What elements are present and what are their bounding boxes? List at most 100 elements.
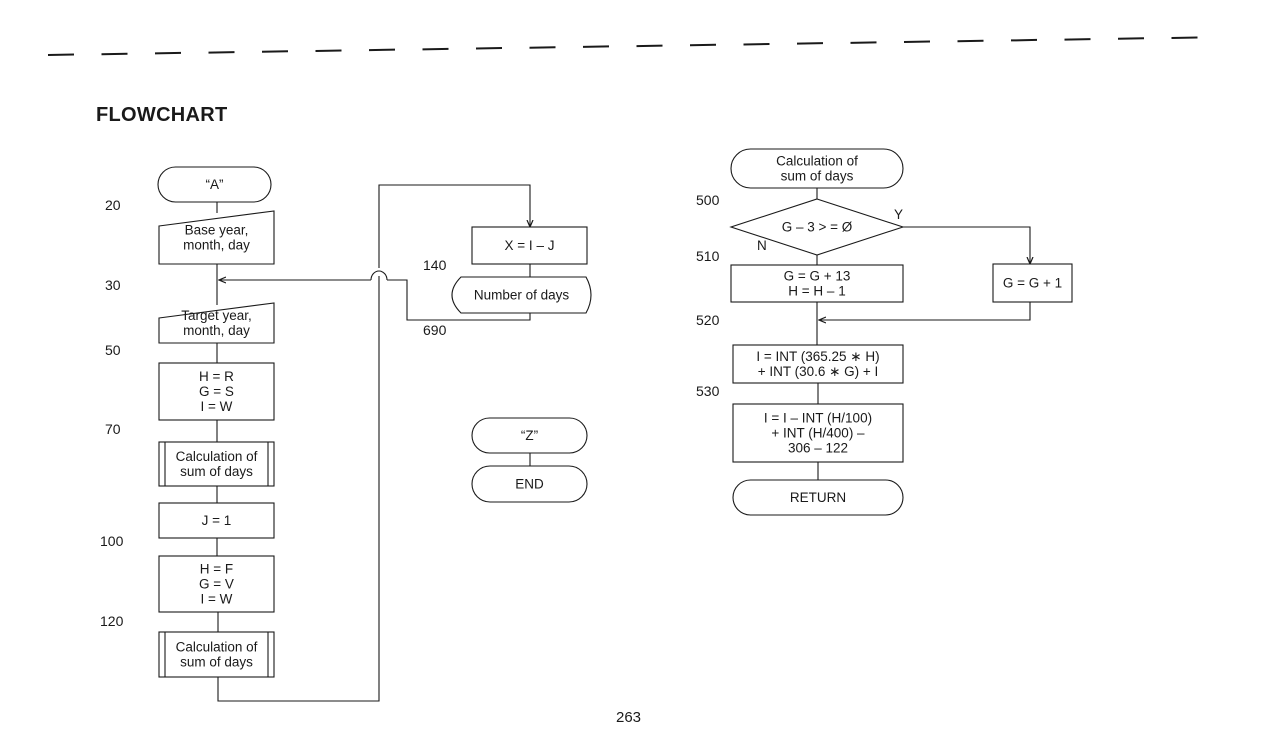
end-shape (471, 465, 588, 503)
sub-start-label: Calculation of (776, 154, 858, 169)
compute-i-2-label: + INT (H/400) – (771, 426, 865, 441)
return-node (732, 479, 904, 516)
decision-node (729, 198, 905, 256)
dash-segment (636, 44, 663, 48)
call-sum-1-shape (158, 441, 275, 487)
compute-i-2-label: 306 – 122 (788, 441, 848, 456)
sub-start-label: sum of days (781, 169, 854, 184)
call-sum-2-shape (158, 631, 275, 678)
dash-segment (315, 49, 342, 52)
dash-segment (101, 52, 128, 56)
compute-x-shape (471, 226, 588, 265)
branch-n-node (730, 264, 904, 303)
input-target-label: Target year, (181, 308, 252, 323)
dash-segment (368, 48, 396, 52)
call-sum-1-node (158, 441, 275, 487)
start-z-shape (471, 417, 588, 454)
input-base-label: month, day (183, 238, 250, 253)
dash-segment (47, 53, 75, 56)
call-sum-2-label: sum of days (180, 655, 253, 670)
decision-yes-label: Y (894, 207, 903, 222)
assign-hgi-2-label: I = W (201, 592, 233, 607)
input-target-label: month, day (183, 323, 250, 338)
start-z-label: “Z” (521, 428, 538, 443)
branch-y-label: G = G + 1 (1003, 276, 1062, 291)
line-number-520: 520 (696, 312, 720, 328)
connector-call2-x (217, 184, 530, 702)
dash-segment (903, 40, 931, 44)
dash-segment (850, 41, 877, 44)
dashed-separator (47, 36, 1198, 56)
dash-segment (743, 42, 770, 46)
assign-hgi-1-shape (158, 362, 275, 421)
branch-y-shape (992, 263, 1073, 303)
branch-n-label: G = G + 13 (784, 269, 851, 284)
assign-hgi-2-label: H = F (200, 562, 233, 577)
page-number: 263 (616, 709, 642, 726)
return-shape (732, 479, 904, 516)
assign-j-label: J = 1 (202, 513, 232, 528)
dash-segment (154, 51, 182, 55)
start-a-node (157, 166, 272, 203)
call-sum-2-node (158, 631, 275, 678)
display-days-node (451, 276, 592, 314)
line-number-70: 70 (105, 421, 121, 437)
line-number-120: 120 (100, 613, 124, 629)
assign-hgi-1-node (158, 362, 275, 421)
input-target-node (158, 302, 275, 344)
dash-segment (1171, 36, 1198, 39)
compute-x-label: X = I – J (505, 238, 555, 253)
line-number-100: 100 (100, 533, 124, 549)
start-a-label: “A” (206, 177, 224, 192)
dash-segment (689, 43, 717, 47)
compute-x-node (471, 226, 588, 265)
line-number-690: 690 (423, 322, 447, 338)
dash-segment (582, 45, 610, 48)
connector-decision-y (903, 226, 1030, 264)
compute-i-1-label: + INT (30.6 ∗ G) + I (758, 364, 879, 379)
call-sum-1-label: sum of days (180, 464, 253, 479)
assign-j-shape (158, 502, 275, 539)
dash-segment (1064, 38, 1091, 41)
dash-segment (422, 47, 449, 51)
input-base-shape (158, 210, 275, 265)
line-number-20: 20 (105, 197, 121, 213)
decision-label: G – 3 > = Ø (782, 220, 853, 235)
compute-i-1-label: I = INT (365.25 ∗ H) (756, 349, 879, 364)
return-label: RETURN (790, 490, 846, 505)
dash-segment (261, 50, 289, 53)
compute-i-1-node (732, 344, 904, 384)
assign-hgi-1-label: G = S (199, 384, 234, 399)
line-number-30: 30 (105, 277, 121, 293)
input-base-node (158, 210, 275, 265)
dash-segment (957, 39, 984, 43)
dash-segment (529, 46, 556, 49)
dash-segment (208, 51, 235, 54)
decision-no-label: N (757, 238, 767, 253)
assign-hgi-1-label: I = W (201, 399, 233, 414)
dash-segment (475, 47, 503, 50)
start-a-shape (157, 166, 272, 203)
call-sum-1-label: Calculation of (176, 449, 258, 464)
assign-hgi-2-shape (158, 555, 275, 613)
display-days-label: Number of days (474, 288, 570, 303)
decision-shape (729, 198, 905, 256)
compute-i-1-shape (732, 344, 904, 384)
connector-y-merge (819, 302, 1031, 320)
end-node (471, 465, 588, 503)
connectors (217, 184, 1031, 702)
input-target-shape (158, 302, 275, 344)
assign-j-node (158, 502, 275, 539)
branch-n-shape (730, 264, 904, 303)
dash-segment (796, 42, 824, 45)
sub-start-shape (730, 148, 904, 189)
connector-loop-back (219, 280, 531, 321)
branch-n-label: H = H – 1 (788, 284, 845, 299)
page-title: FLOWCHART (96, 104, 228, 126)
sub-start-node (730, 148, 904, 189)
compute-i-2-label: I = I – INT (H/100) (764, 411, 872, 426)
display-days-shape (451, 276, 592, 314)
dash-segment (1117, 37, 1145, 40)
dash-segment (1010, 38, 1038, 42)
